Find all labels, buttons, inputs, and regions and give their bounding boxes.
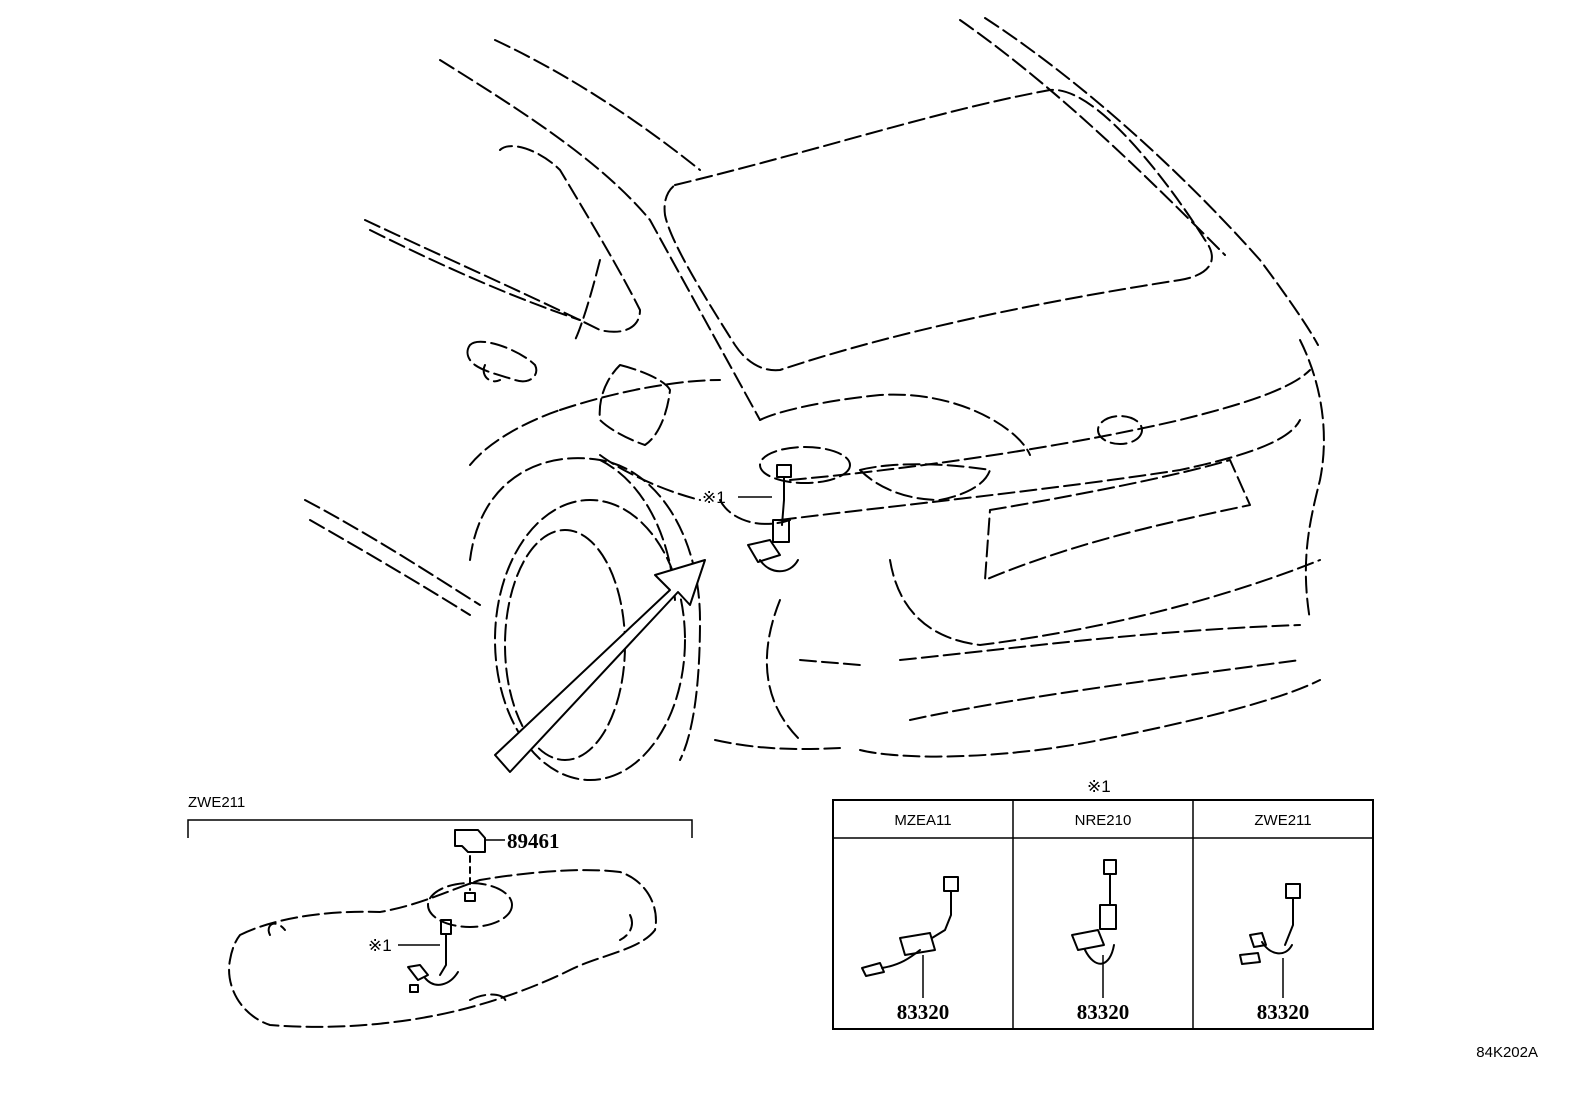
variant-model-mzea11: MZEA11 xyxy=(894,812,951,829)
main-callout-marker: ※1 xyxy=(702,488,726,507)
vehicle-rear-view xyxy=(304,17,1325,781)
sender-illustration-mzea11 xyxy=(861,876,959,998)
callout-arrow xyxy=(494,559,706,773)
variant-model-nre210: NRE210 xyxy=(1075,812,1132,829)
variant-table: ※1 MZEA11 NRE210 ZWE211 83320 83320 xyxy=(832,777,1374,1030)
variant-part-number-zwe211: 83320 xyxy=(1257,1000,1310,1024)
variant-table-marker: ※1 xyxy=(1087,777,1111,796)
variant-table-frame xyxy=(832,799,1374,1030)
part-number-89461: 89461 xyxy=(507,829,560,853)
sender-illustration-zwe211 xyxy=(1239,883,1301,998)
zwe-panel-callout-marker: ※1 xyxy=(368,936,392,955)
fuel-sender-unit-main xyxy=(738,464,799,573)
variant-part-number-nre210: 83320 xyxy=(1077,1000,1130,1024)
zwe211-panel: ZWE211 89461 ※1 xyxy=(187,794,693,1028)
zwe-panel-bracket xyxy=(187,819,693,838)
sender-illustration-nre210 xyxy=(1071,859,1117,998)
fuel-tank xyxy=(228,869,657,1028)
illustration-code: 84K202A xyxy=(1476,1044,1538,1061)
sensor-89461 xyxy=(454,829,486,853)
variant-model-zwe211: ZWE211 xyxy=(1254,812,1311,829)
variant-part-number-mzea11: 83320 xyxy=(897,1000,950,1024)
zwe-panel-model-label: ZWE211 xyxy=(188,794,245,811)
